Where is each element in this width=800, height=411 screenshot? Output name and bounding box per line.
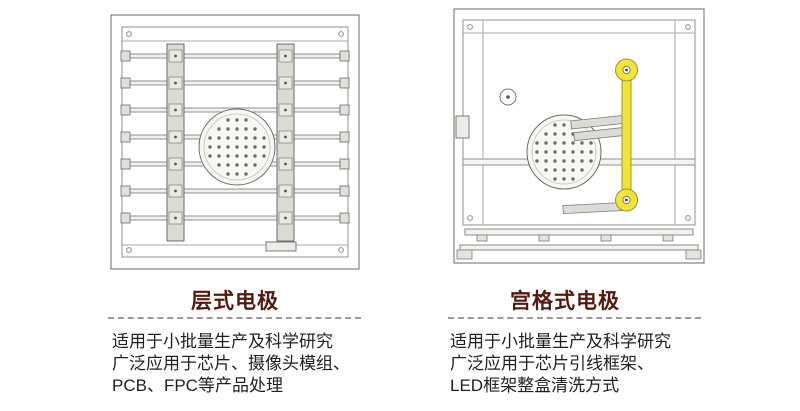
side-clamp-block (455, 115, 470, 139)
corner-screws (467, 24, 691, 221)
left-description: 适用于小批量生产及科学研究 广泛应用于芯片、摄像头模组、 PCB、FPC等产品处… (112, 331, 394, 397)
right-divider (448, 317, 701, 319)
yellow-bar (621, 69, 632, 201)
description-line: LED框架整盒清洗方式 (450, 376, 620, 395)
yellow-electrode-bar (615, 58, 638, 212)
bottom-bracket (265, 241, 297, 252)
right-panel: 宫格式电极 适用于小批量生产及科学研究 广泛应用于芯片引线框架、 LED框架整盒… (400, 0, 800, 411)
description-line: 适用于小批量生产及科学研究 (112, 332, 333, 351)
perforated-disk-holes (535, 123, 593, 181)
gauge-circle (499, 88, 517, 106)
description-line: 适用于小批量生产及科学研究 (450, 332, 671, 351)
left-panel-title: 层式电极 (191, 290, 279, 313)
left-divider (108, 317, 361, 319)
left-panel: 层式电极 适用于小批量生产及科学研究 广泛应用于芯片、摄像头模组、 PCB、FP… (108, 14, 394, 397)
support-arms (562, 114, 628, 215)
description-line: PCB、FPC等产品处理 (112, 376, 283, 395)
grid-electrode-drawing (453, 8, 705, 264)
description-line: 广泛应用于芯片引线框架、 (450, 354, 654, 373)
base-assembly (456, 228, 702, 260)
corner-screws (126, 31, 344, 253)
vertical-rail-left (166, 43, 185, 242)
layer-electrode-diagram (110, 14, 360, 275)
vertical-rail-right (276, 43, 295, 242)
perforated-disk-holes (208, 118, 266, 176)
grid-electrode-diagram (453, 8, 705, 269)
layer-electrode-drawing (110, 14, 360, 270)
right-panel-title: 宫格式电极 (510, 290, 620, 313)
right-description: 适用于小批量生产及科学研究 广泛应用于芯片引线框架、 LED框架整盒清洗方式 (450, 331, 740, 397)
description-line: 广泛应用于芯片、摄像头模组、 (112, 354, 350, 373)
